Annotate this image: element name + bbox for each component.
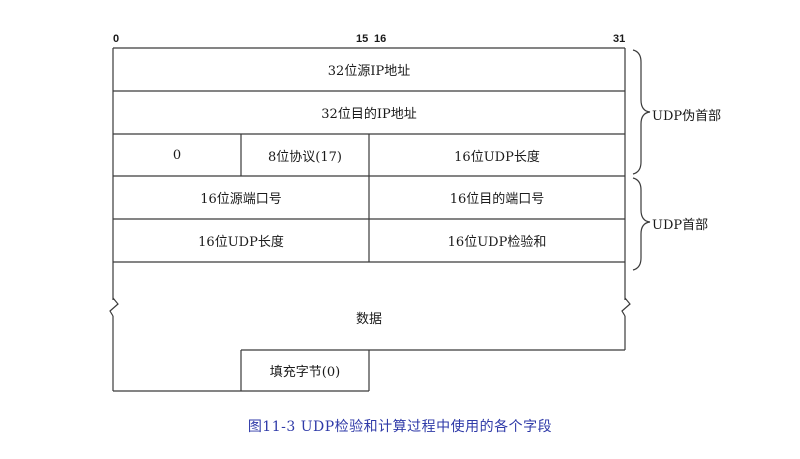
dst-ip-field: 32位目的IP地址 [321, 107, 417, 122]
header-brace [632, 177, 651, 271]
checksum-field: 16位UDP检验和 [447, 235, 547, 250]
bit-label-15: 15 [356, 33, 369, 45]
data-field: 数据 [355, 311, 382, 327]
bit-label-16: 16 [374, 33, 387, 45]
right-break-mark [621, 297, 631, 317]
src-ip-field: 32位源IP地址 [327, 64, 411, 79]
udp-length-field: 16位UDP长度 [198, 235, 284, 250]
bit-label-0: 0 [113, 33, 120, 45]
left-break-mark [109, 297, 119, 317]
pseudo-udp-length-field: 16位UDP长度 [454, 149, 540, 165]
src-port-field: 16位源端口号 [200, 192, 282, 207]
udp-header-label: UDP首部 [652, 217, 709, 233]
pseudo-header-label: UDP伪首部 [652, 108, 722, 124]
zero-field: 0 [172, 147, 182, 163]
bit-label-31: 31 [613, 33, 626, 45]
pseudo-header-brace [632, 49, 651, 175]
figure-caption: 图11-3 UDP检验和计算过程中使用的各个字段 [247, 419, 553, 435]
dst-port-field: 16位目的端口号 [449, 192, 545, 207]
padding-field: 填充字节(0) [269, 365, 341, 380]
protocol-field: 8位协议(17) [268, 149, 342, 165]
